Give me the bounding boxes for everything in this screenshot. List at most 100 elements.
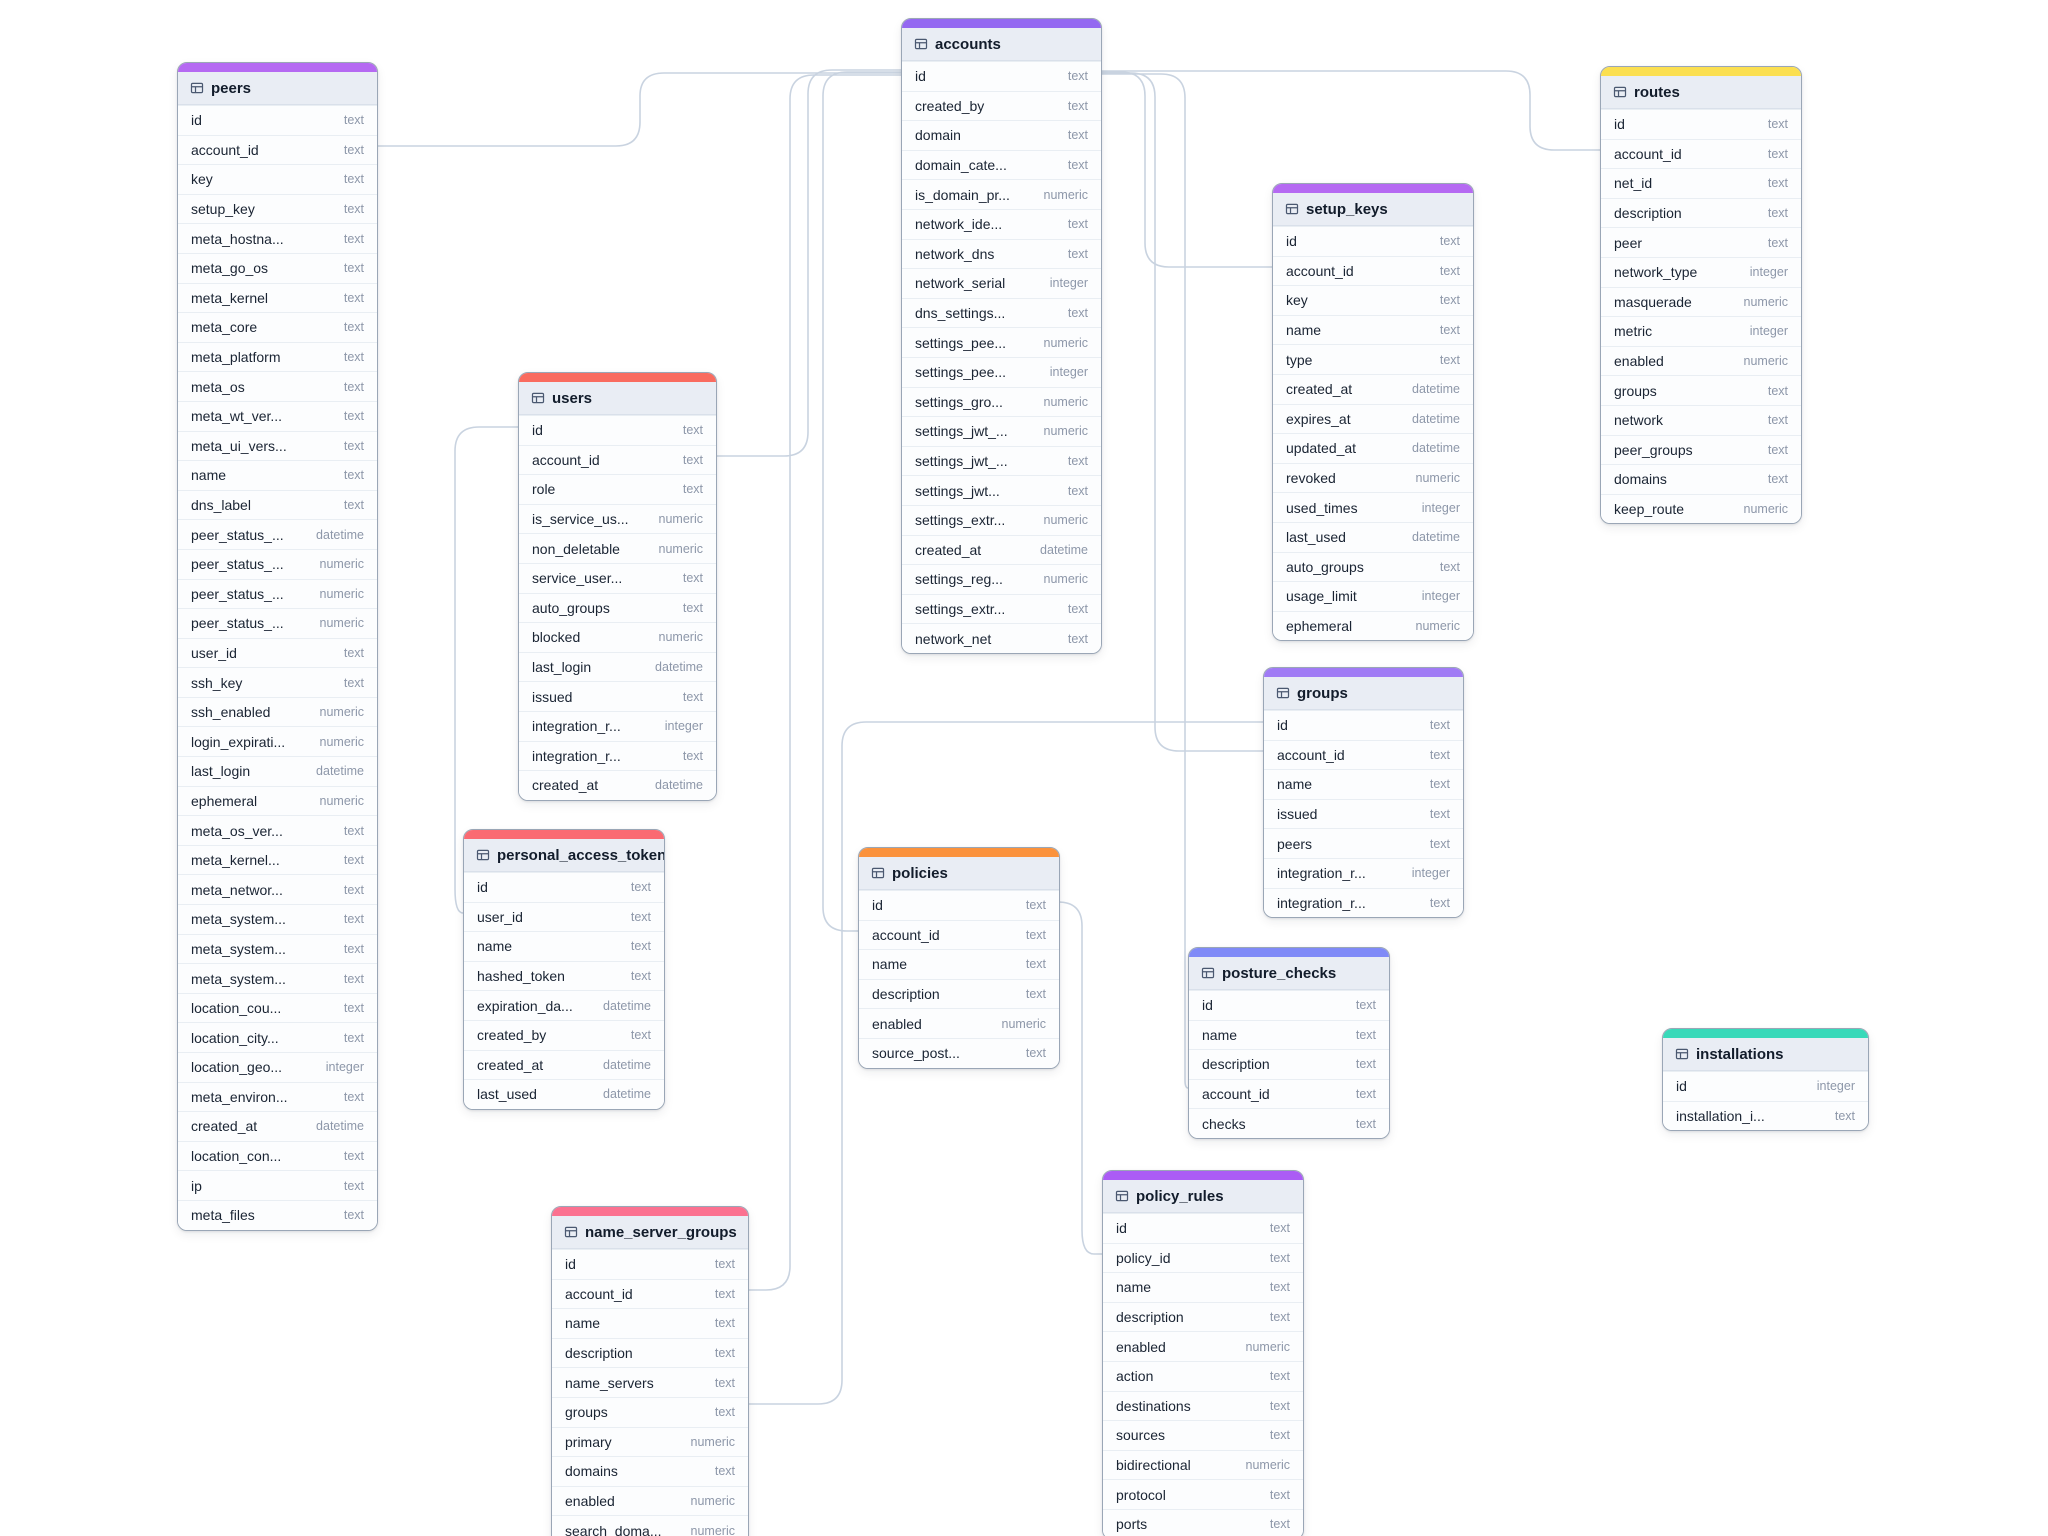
table-header-accounts[interactable]: accounts: [902, 28, 1101, 61]
table-header-name_server_groups[interactable]: name_server_groups: [552, 1216, 748, 1249]
field-row-groups-6[interactable]: integration_r...text: [1264, 887, 1463, 918]
field-row-users-5[interactable]: service_user...text: [519, 562, 716, 593]
table-header-personal_access_tokens[interactable]: personal_access_tokens: [464, 839, 664, 872]
table-header-policies[interactable]: policies: [859, 857, 1059, 890]
field-row-peers-16[interactable]: peer_status_...numeric: [178, 578, 377, 609]
table-header-groups[interactable]: groups: [1264, 677, 1463, 710]
table-header-users[interactable]: users: [519, 382, 716, 415]
field-row-peers-4[interactable]: meta_hostna...text: [178, 223, 377, 253]
field-row-peers-26[interactable]: meta_networ...text: [178, 874, 377, 905]
field-row-installations-1[interactable]: installation_i...text: [1663, 1100, 1868, 1131]
table-header-peers[interactable]: peers: [178, 72, 377, 105]
field-row-personal_access_tokens-4[interactable]: expiration_da...datetime: [464, 990, 664, 1020]
field-row-peers-32[interactable]: location_geo...integer: [178, 1052, 377, 1082]
table-header-setup_keys[interactable]: setup_keys: [1273, 193, 1473, 226]
table-header-posture_checks[interactable]: posture_checks: [1189, 957, 1389, 990]
field-row-accounts-14[interactable]: settings_jwt...text: [902, 475, 1101, 505]
field-row-accounts-8[interactable]: dns_settings...text: [902, 297, 1101, 328]
field-row-peers-27[interactable]: meta_system...text: [178, 904, 377, 934]
field-row-peers-31[interactable]: location_city...text: [178, 1022, 377, 1052]
field-row-peers-15[interactable]: peer_status_...numeric: [178, 548, 377, 579]
field-row-accounts-17[interactable]: settings_reg...numeric: [902, 564, 1101, 594]
field-row-name_server_groups-9[interactable]: search_doma...numeric: [552, 1515, 748, 1536]
field-row-accounts-15[interactable]: settings_extr...numeric: [902, 504, 1101, 535]
field-row-accounts-4[interactable]: is_domain_pr...numeric: [902, 179, 1101, 209]
field-row-users-11[interactable]: integration_r...text: [519, 740, 716, 771]
table-header-installations[interactable]: installations: [1663, 1038, 1868, 1071]
field-row-policies-5[interactable]: source_post...text: [859, 1037, 1059, 1068]
field-row-accounts-13[interactable]: settings_jwt_...text: [902, 445, 1101, 476]
field-row-groups-5[interactable]: integration_r...integer: [1264, 857, 1463, 888]
field-row-peers-10[interactable]: meta_wt_ver...text: [178, 400, 377, 431]
field-row-peers-25[interactable]: meta_kernel...text: [178, 844, 377, 875]
field-row-users-10[interactable]: integration_r...integer: [519, 710, 716, 741]
